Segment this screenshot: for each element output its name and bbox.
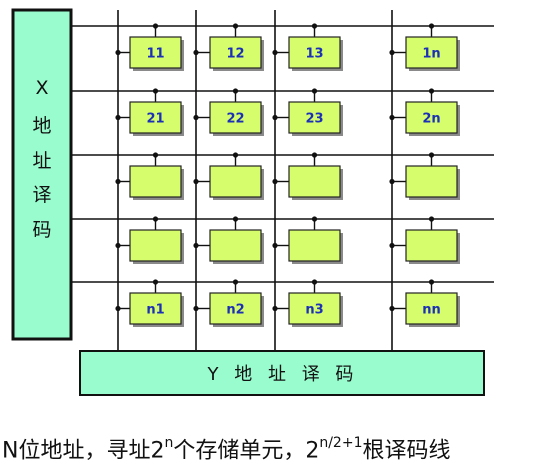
column-junction-dot <box>272 49 278 56</box>
row-junction-dot <box>311 152 318 158</box>
y-decoder-label: Y 地 址 译 码 <box>207 364 359 385</box>
column-junction-dot <box>389 178 395 185</box>
caption-superscript-2: n/2+1 <box>319 435 363 451</box>
row-junction-dot <box>152 88 159 94</box>
x-decoder-label-line: 地 <box>32 115 51 137</box>
row-junction-dot <box>232 216 239 222</box>
storage-cell <box>209 36 262 69</box>
row-junction-dot <box>311 88 318 94</box>
storage-cell-label: 11 <box>146 47 164 62</box>
row-junction-dot <box>232 279 239 285</box>
caption-text-3: 根译码线 <box>362 438 451 464</box>
row-junction-dot <box>232 23 239 29</box>
storage-cell <box>405 165 458 198</box>
row-junction-dot <box>152 279 159 285</box>
storage-cell <box>405 229 458 262</box>
storage-cell <box>288 229 341 262</box>
column-junction-dot <box>272 178 278 185</box>
caption-text-2: 个存储单元，2 <box>173 438 320 464</box>
column-junction-dot <box>389 242 395 249</box>
storage-cell-label: n3 <box>305 303 323 318</box>
column-junction-dot <box>193 242 199 249</box>
column-junction-dot <box>389 49 395 56</box>
decode-lines <box>71 10 494 351</box>
column-junction-dot <box>115 178 121 185</box>
storage-cell-grid: 11 12 13 1n 21 22 23 2n n1 n2 n3 nn <box>129 36 460 327</box>
row-junction-dot <box>311 279 318 285</box>
column-junction-dot <box>115 242 121 249</box>
x-decoder-label-line: X <box>35 77 48 99</box>
storage-cell <box>129 292 182 325</box>
storage-cell-label: 12 <box>226 47 244 62</box>
storage-cell-label: n2 <box>226 303 244 318</box>
storage-cell <box>129 165 182 198</box>
storage-cell <box>209 165 262 198</box>
column-junction-dot <box>389 305 395 312</box>
storage-cell-label: 13 <box>305 47 323 62</box>
storage-cell <box>288 36 341 69</box>
caption: N位地址，寻址2n个存储单元，2n/2+1根译码线 <box>2 428 537 464</box>
column-junction-dot <box>115 49 121 56</box>
row-junction-dot <box>152 152 159 158</box>
column-junction-dot <box>193 114 199 121</box>
storage-cell <box>405 101 458 134</box>
row-junction-dot <box>152 23 159 29</box>
column-junction-dot <box>272 114 278 121</box>
storage-cell <box>129 36 182 69</box>
x-decoder-label: X 地 址 译 码 <box>32 77 51 241</box>
column-junction-dot <box>272 305 278 312</box>
column-junction-dot <box>193 49 199 56</box>
x-decoder-label-line: 码 <box>32 219 51 241</box>
column-junction-dot <box>115 114 121 121</box>
storage-cell <box>129 229 182 262</box>
storage-cell <box>405 36 458 69</box>
x-decoder-box <box>11 8 73 341</box>
row-junction-dot <box>428 88 435 94</box>
storage-cell <box>288 292 341 325</box>
storage-cell <box>209 229 262 262</box>
caption-superscript-1: n <box>164 435 174 451</box>
storage-cell <box>209 292 262 325</box>
column-junction-dot <box>193 305 199 312</box>
row-junction-dot <box>311 216 318 222</box>
storage-cell-label: nn <box>422 303 441 318</box>
storage-cell <box>288 101 341 134</box>
row-junction-dot <box>232 152 239 158</box>
storage-cell <box>209 101 262 134</box>
storage-cell-label: 1n <box>422 47 440 62</box>
storage-cell-label: 22 <box>226 112 244 127</box>
row-junction-dot <box>428 279 435 285</box>
storage-cell <box>129 101 182 134</box>
row-junction-dot <box>428 152 435 158</box>
column-junction-dot <box>115 305 121 312</box>
x-decoder-label-line: 译 <box>32 184 51 206</box>
x-decoder-label-line: 址 <box>32 150 51 172</box>
y-decoder-box <box>79 350 485 396</box>
storage-cell-label: 2n <box>422 112 440 127</box>
row-junction-dot <box>152 216 159 222</box>
column-junction-dot <box>272 242 278 249</box>
row-junction-dot <box>428 216 435 222</box>
row-junction-dot <box>232 88 239 94</box>
storage-cell <box>288 165 341 198</box>
storage-cell-label: n1 <box>146 303 164 318</box>
row-junction-dot <box>428 23 435 29</box>
storage-cell-label: 23 <box>305 112 323 127</box>
column-junction-dot <box>193 178 199 185</box>
caption-text-1: N位地址，寻址2 <box>2 438 165 464</box>
storage-cell <box>405 292 458 325</box>
column-junction-dot <box>389 114 395 121</box>
storage-cell-label: 21 <box>146 112 164 127</box>
row-junction-dot <box>311 23 318 29</box>
